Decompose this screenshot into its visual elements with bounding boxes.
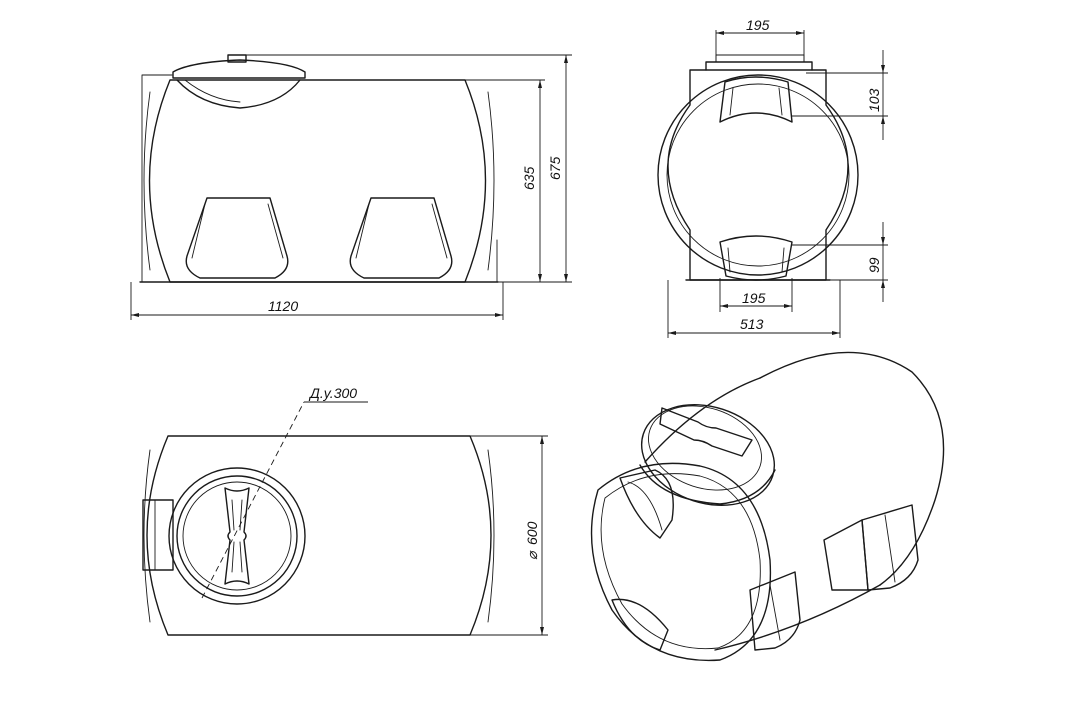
dim-body-height-label: 635 bbox=[521, 166, 537, 190]
side-view-dimensions: 195 103 99 195 513 bbox=[667, 17, 888, 338]
front-view bbox=[139, 54, 499, 283]
dim-foot-width-label: 195 bbox=[742, 290, 766, 306]
nominal-bore-label: Д.у.300 bbox=[308, 385, 357, 401]
top-view-dimensions: Д.у.300 ⌀ 600 bbox=[201, 385, 548, 636]
side-view bbox=[657, 54, 859, 281]
top-view bbox=[142, 435, 495, 636]
dim-neck-width-label: 195 bbox=[746, 17, 770, 33]
front-view-dimensions: 1120 635 675 bbox=[130, 54, 572, 320]
dim-width-label: 513 bbox=[740, 316, 764, 332]
dim-diameter-symbol: ⌀ bbox=[524, 550, 540, 560]
isometric-view bbox=[590, 351, 945, 662]
dim-length-label: 1120 bbox=[268, 298, 298, 314]
dim-total-height-label: 675 bbox=[547, 156, 563, 180]
dim-neck-height-label: 103 bbox=[866, 88, 882, 112]
dim-foot-height-label: 99 bbox=[866, 257, 882, 273]
dim-diameter-label: 600 bbox=[524, 521, 540, 545]
